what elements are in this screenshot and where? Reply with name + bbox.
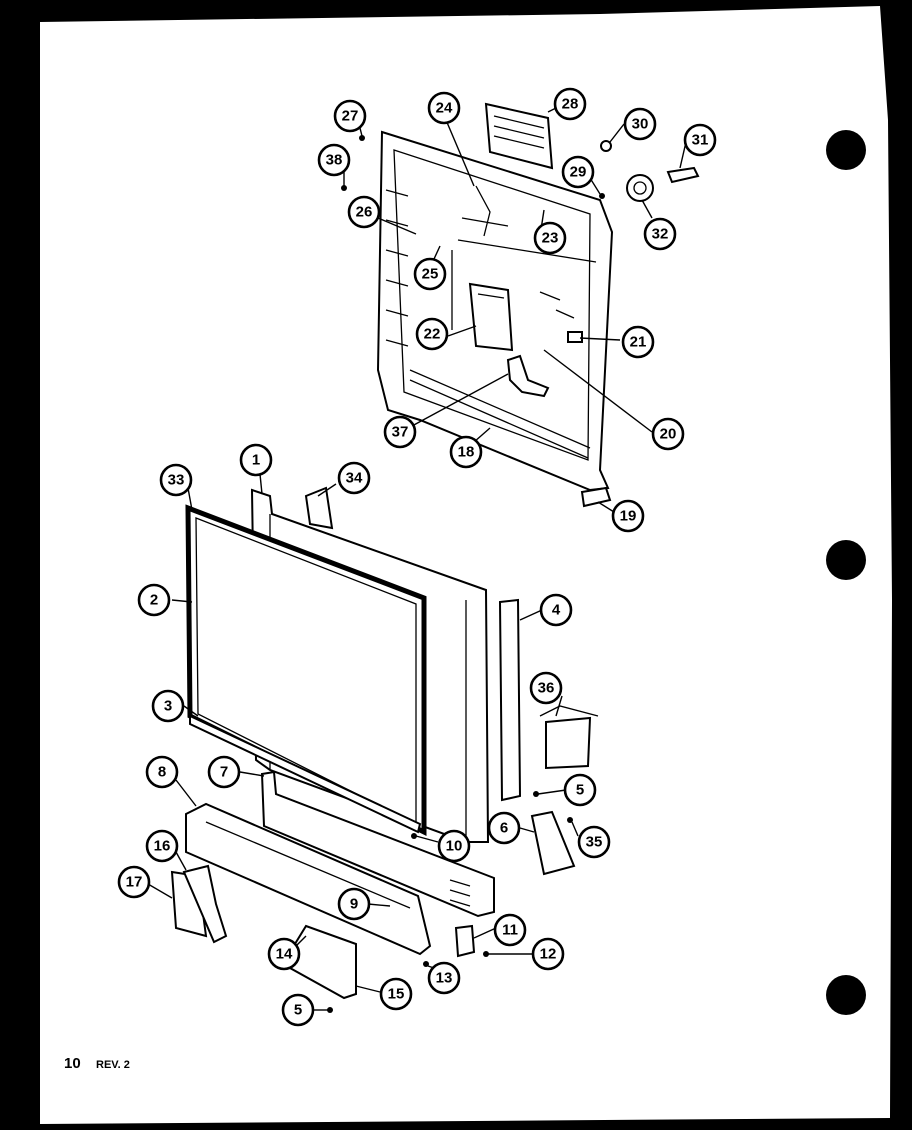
insulation-pieces [170,864,228,944]
callout-5b: 5 [281,993,315,1027]
svg-text:21: 21 [630,334,647,351]
svg-text:14: 14 [276,946,293,963]
callout-38: 38 [317,143,351,177]
front-panel [185,504,427,837]
callout-33: 33 [159,463,193,497]
callout-2: 2 [137,583,171,617]
callout-4: 4 [539,593,573,627]
callout-1: 1 [239,443,273,477]
callout-9: 9 [337,887,371,921]
svg-text:26: 26 [356,204,373,221]
callout-32: 32 [643,217,677,251]
revision-label: REV. 2 [96,1059,130,1071]
svg-text:13: 13 [436,970,453,987]
small-screws [327,135,605,1013]
callout-5a: 5 [563,773,597,807]
svg-text:5: 5 [294,1002,302,1019]
svg-text:23: 23 [542,230,559,247]
svg-text:8: 8 [158,764,166,781]
svg-text:3: 3 [164,698,172,715]
callout-6: 6 [487,811,521,845]
svg-text:38: 38 [326,152,343,169]
svg-text:28: 28 [562,96,579,113]
callout-11: 11 [493,913,527,947]
callout-17: 17 [117,865,151,899]
svg-text:27: 27 [342,108,359,125]
callout-20: 20 [651,417,685,451]
latch-block [454,924,476,958]
svg-text:2: 2 [150,592,158,609]
binder-hole-bottom [826,975,866,1015]
callout-35: 35 [577,825,611,859]
callout-16: 16 [145,829,179,863]
svg-text:29: 29 [570,164,587,181]
svg-text:31: 31 [692,132,709,149]
callout-29: 29 [561,155,595,189]
callout-12: 12 [531,937,565,971]
side-trim [498,598,522,802]
bracket-36 [539,705,599,770]
callout-28: 28 [553,87,587,121]
callout-19: 19 [611,499,645,533]
svg-text:7: 7 [220,764,228,781]
binder-hole-top [826,130,866,170]
inner-door-panel [376,130,614,508]
svg-text:4: 4 [552,602,561,619]
toe-panel [185,802,432,956]
svg-text:19: 19 [620,508,637,525]
svg-text:9: 9 [350,896,358,913]
svg-text:22: 22 [424,326,441,343]
page-number: 10 [64,1055,81,1072]
callout-27: 27 [333,99,367,133]
svg-text:6: 6 [500,820,508,837]
svg-text:1: 1 [252,452,260,469]
callout-21: 21 [621,325,655,359]
callout-25: 25 [413,257,447,291]
callout-15: 15 [379,977,413,1011]
svg-text:25: 25 [422,266,439,283]
svg-text:20: 20 [660,426,677,443]
svg-text:24: 24 [436,100,453,117]
callout-14: 14 [267,937,301,971]
svg-text:15: 15 [388,986,405,1003]
callout-8: 8 [145,755,179,789]
svg-text:33: 33 [168,472,185,489]
vent-grille [484,102,554,170]
bottom-trim [189,714,422,834]
svg-text:16: 16 [154,838,171,855]
callout-22: 22 [415,317,449,351]
callout-13: 13 [427,961,461,995]
svg-text:12: 12 [540,946,557,963]
callout-23: 23 [533,221,567,255]
svg-text:17: 17 [126,874,143,891]
callout-3: 3 [151,689,185,723]
callout-24: 24 [427,91,461,125]
callout-10: 10 [437,829,471,863]
svg-text:34: 34 [346,470,363,487]
binder-hole-middle [826,540,866,580]
callout-18: 18 [449,435,483,469]
svg-text:36: 36 [538,680,555,697]
callout-37: 37 [383,415,417,449]
svg-text:37: 37 [392,424,409,441]
toe-plate-bracket [260,770,495,918]
callout-36: 36 [529,671,563,705]
hinge-bracket [530,810,576,876]
svg-text:11: 11 [502,922,518,939]
svg-text:30: 30 [632,116,649,133]
control-knob-assembly [600,140,700,202]
callout-34: 34 [337,461,371,495]
callout-31: 31 [683,123,717,157]
svg-text:18: 18 [458,444,475,461]
callout-7: 7 [207,755,241,789]
svg-text:5: 5 [576,782,584,799]
callout-30: 30 [623,107,657,141]
callout-26: 26 [347,195,381,229]
svg-text:35: 35 [586,834,603,851]
svg-text:10: 10 [446,838,463,855]
svg-text:32: 32 [652,226,669,243]
